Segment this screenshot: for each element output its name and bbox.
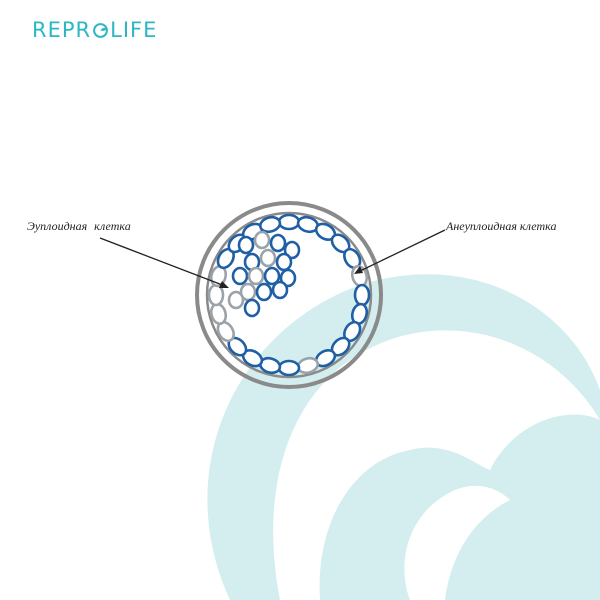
euploid-cell [231, 266, 249, 286]
euploid-cell [263, 266, 281, 286]
zona-pellucida-inner [205, 211, 373, 379]
euploid-cell [353, 283, 371, 307]
arrow-head-right [354, 266, 363, 274]
arrow-head-left [219, 281, 229, 288]
euploid-cell [258, 215, 282, 234]
arrow-line-left [99, 237, 226, 287]
arrow-line-right [357, 229, 446, 273]
euploid-cell [283, 240, 301, 260]
euploid-cell [277, 213, 301, 231]
aneuploid-cell [253, 230, 271, 250]
brand-logo: REPR LIFE [32, 18, 157, 42]
euploid-cell [269, 233, 287, 253]
aneuploid-cell [227, 290, 245, 310]
euploid-cell [279, 268, 297, 288]
euploid-cell [243, 298, 261, 318]
aneuploid-cell-label: Анеуплоидная клетка [446, 219, 557, 233]
aneuploid-cell [259, 248, 277, 268]
euploid-cell [255, 282, 273, 302]
cell-group [207, 213, 371, 377]
euploid-cell [237, 235, 255, 255]
aneuploid-cell [247, 266, 265, 286]
brand-name-right: LIFE [110, 18, 158, 42]
background-swirl [207, 274, 600, 600]
zona-pellucida-outer [195, 201, 383, 389]
leaf-o-icon [93, 23, 109, 38]
brand-name-left: REPR [32, 18, 92, 42]
euploid-cell [275, 252, 293, 272]
euploid-cell [277, 359, 301, 377]
background-leaf-vein [404, 485, 510, 600]
euploid-cell-label: Эуплоидная клетка [27, 219, 131, 233]
euploid-cell [271, 280, 289, 300]
